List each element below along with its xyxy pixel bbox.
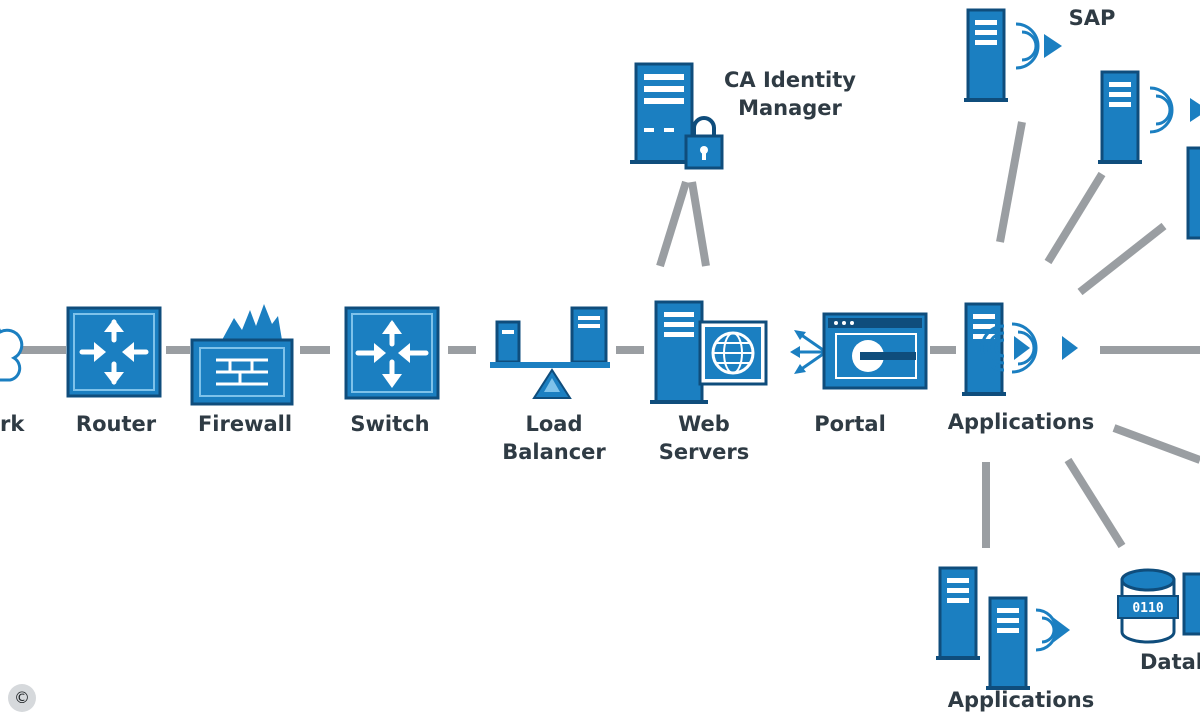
label-web-servers-line1: Web [678,412,730,436]
label-database: Datal [1140,650,1200,674]
label-applications-main: Applications [947,410,1095,434]
label-web-servers-line2: Servers [658,440,750,464]
app-server-upper-right-icon [1096,70,1200,166]
label-identity-manager-line1: CA Identity [724,68,856,92]
firewall-icon [190,304,294,406]
link-apps-bottom-right [1112,424,1200,464]
switch-icon [344,306,440,400]
link-web-idm-b [688,181,710,267]
applications-main-icon [960,302,1078,398]
label-switch: Switch [350,412,430,436]
server-edge-icon [1186,146,1200,240]
label-load-balancer-line2: Balancer [502,440,606,464]
link-apps-server2 [1044,171,1106,265]
label-sap: SAP [1068,6,1116,30]
label-applications-bottom: Applications [947,688,1095,712]
portal-icon [790,312,928,390]
sap-server-icon [962,8,1062,104]
connectors [15,121,1200,549]
label-load-balancer-line1: Load [525,412,583,436]
network-cloud-icon [0,328,24,382]
link-web-idm-a [656,180,690,268]
link-apps-server3 [1077,222,1167,296]
link-apps-database [1064,457,1126,549]
link-apps-sap [996,121,1026,243]
applications-bottom-icon [934,566,1070,692]
copyright-mark: © [8,684,36,712]
router-icon [66,306,162,398]
database-icon: 0110 [1117,568,1200,644]
database-bits-text: 0110 [1132,601,1163,616]
identity-manager-icon [630,62,724,170]
label-network: rk [0,412,25,436]
label-router: Router [75,412,157,436]
load-balancer-icon [490,306,610,399]
web-servers-icon [650,300,768,404]
label-portal: Portal [814,412,886,436]
label-identity-manager-line2: Manager [738,96,842,120]
label-firewall: Firewall [197,412,293,436]
